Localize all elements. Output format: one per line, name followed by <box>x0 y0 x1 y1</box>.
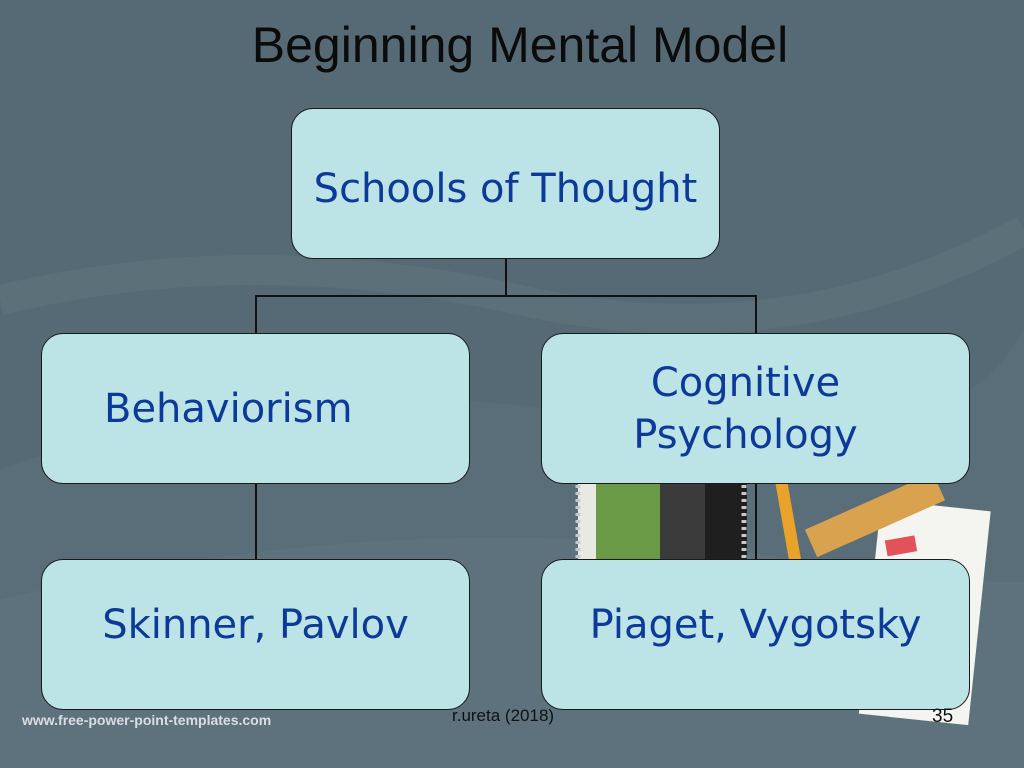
slide-number: 35 <box>932 706 954 727</box>
leaf-node-piaget-vygotsky: Piaget, Vygotsky <box>541 559 970 710</box>
left-branch-drop-line <box>255 295 257 335</box>
root-node-schools-of-thought: Schools of Thought <box>291 108 720 259</box>
branch-node-cognitive-psychology: Cognitive Psychology <box>541 333 970 484</box>
branch-node-label: Behaviorism <box>104 385 353 432</box>
slide-title: Beginning Mental Model <box>251 17 789 73</box>
leaf-node-label: Piaget, Vygotsky <box>589 601 922 648</box>
root-node-label: Schools of Thought <box>313 166 698 212</box>
leaf-node-label: Skinner, Pavlov <box>102 601 409 648</box>
footer-website: www.free-power-point-templates.com <box>22 712 272 728</box>
branch-node-behaviorism: Behaviorism <box>41 333 470 484</box>
left-child-line <box>255 483 257 561</box>
footer-credit: r.ureta (2018) <box>452 706 555 725</box>
right-child-line <box>755 483 757 561</box>
root-stem-line <box>505 258 507 296</box>
branch-node-label: Cognitive Psychology <box>633 359 858 458</box>
leaf-node-skinner-pavlov: Skinner, Pavlov <box>41 559 470 710</box>
right-branch-drop-line <box>755 295 757 335</box>
branch-horizontal-line <box>255 295 757 297</box>
